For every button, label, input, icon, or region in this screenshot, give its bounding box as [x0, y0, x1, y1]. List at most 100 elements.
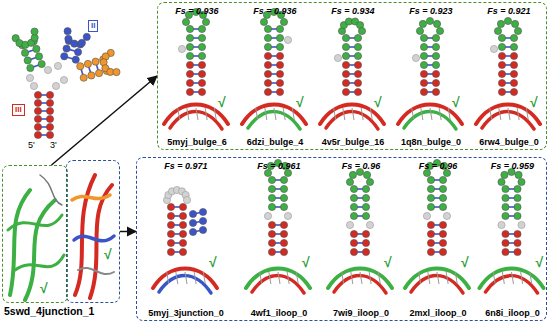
- helix-rung: [269, 272, 271, 284]
- ribbon: [15, 255, 64, 270]
- check-mark: √: [452, 94, 460, 110]
- helix-rung: [343, 108, 345, 120]
- nucleotide: [502, 194, 509, 201]
- nucleotide: [284, 36, 291, 43]
- helix-rung: [342, 272, 344, 284]
- nucleotide: [189, 210, 196, 217]
- nucleotide: [439, 248, 446, 255]
- nucleotide: [38, 60, 45, 67]
- nucleotide: [78, 39, 85, 46]
- nucleotide: [34, 131, 41, 138]
- nucleotide: [427, 248, 434, 255]
- nucleotide: [439, 239, 446, 246]
- nucleotide: [95, 70, 102, 77]
- nucleotide: [60, 76, 67, 83]
- structure-name: 2mxl_iloop_0: [399, 308, 477, 318]
- nucleotide: [276, 34, 283, 41]
- result-panel: Fs = 0.9344v5r_bulge_16: [314, 3, 392, 148]
- nucleotide: [167, 248, 174, 255]
- nucleotide: [186, 79, 193, 86]
- nucleotide: [27, 64, 34, 71]
- nucleotide: [439, 203, 446, 210]
- structure-name: 6n8i_iloop_0: [477, 308, 548, 318]
- nucleotide: [362, 203, 369, 210]
- check-mark: √: [384, 254, 392, 270]
- nucleotide: [186, 25, 193, 32]
- score-label: Fs = 0.961: [235, 161, 323, 171]
- nucleotide: [284, 212, 291, 219]
- nucleotide: [502, 230, 509, 237]
- helix-rung: [205, 108, 207, 120]
- nucleotide: [427, 194, 434, 201]
- nucleotide: [35, 53, 42, 60]
- nucleotide: [276, 25, 283, 32]
- nucleotide: [31, 28, 38, 35]
- nucleotide: [280, 239, 287, 246]
- nucleotide: [264, 88, 271, 95]
- check-mark: √: [296, 94, 304, 110]
- result-panel: Fs = 0.967wi9_iloop_0: [323, 158, 399, 319]
- helix-rung: [283, 108, 285, 120]
- nucleotide: [342, 34, 349, 41]
- nucleotide: [63, 45, 70, 52]
- nucleotide: [264, 70, 271, 77]
- helix-rung: [287, 272, 289, 284]
- nucleotide: [268, 239, 275, 246]
- helix-rung: [526, 108, 528, 120]
- nucleotide: [52, 82, 59, 89]
- helix-rung: [412, 108, 414, 120]
- score-label: Fs = 0.921: [470, 6, 548, 16]
- nucleotide: [366, 178, 373, 185]
- nucleotide: [54, 62, 61, 69]
- helix-rung: [421, 108, 423, 120]
- ribbon: [159, 276, 211, 293]
- nucleotide: [502, 185, 509, 192]
- ribbon: [8, 215, 62, 230]
- result-panel: Fs = 0.9231q8n_bulge_0: [392, 3, 470, 148]
- helix-rung: [361, 108, 363, 120]
- nucleotide: [189, 219, 196, 226]
- nucleotide: [30, 82, 37, 89]
- nucleotide: [501, 171, 508, 178]
- ribbon: [74, 236, 114, 241]
- check-mark: √: [461, 254, 469, 270]
- nucleotide: [432, 34, 439, 41]
- nucleotide: [420, 61, 427, 68]
- nucleotide: [439, 185, 446, 192]
- helix-rung: [378, 272, 380, 284]
- nucleotide: [182, 18, 189, 25]
- helix-rung: [360, 272, 362, 284]
- group-box: [66, 160, 120, 303]
- structure-name: 5swd_4junction_1: [4, 305, 94, 317]
- nucleotide: [498, 34, 505, 41]
- nucleotide: [518, 221, 525, 228]
- nucleotide: [363, 171, 370, 178]
- nucleotide: [420, 43, 427, 50]
- nucleotide: [46, 99, 53, 106]
- nucleotide: [436, 27, 443, 34]
- helix-rung: [196, 108, 198, 120]
- check-mark: √: [218, 94, 226, 110]
- nucleotide: [362, 212, 369, 219]
- nucleotide: [167, 212, 174, 219]
- strand-end: 5': [28, 140, 35, 150]
- helix-rung: [203, 272, 205, 284]
- structure-name: 5myj_bulge_6: [158, 137, 236, 147]
- nucleotide: [179, 203, 186, 210]
- nucleotide: [276, 79, 283, 86]
- structure-name: 4wf1_iloop_0: [235, 308, 323, 318]
- nucleotide: [510, 88, 517, 95]
- nucleotide: [498, 221, 505, 228]
- ribbon: [326, 112, 378, 129]
- nucleotide: [88, 72, 95, 79]
- score-label: Fs = 0.936: [236, 6, 314, 16]
- check-mark: √: [374, 94, 382, 110]
- helix-rung: [214, 108, 216, 120]
- nucleotide: [264, 34, 271, 41]
- helix-rung: [278, 272, 280, 284]
- helix-rung: [437, 272, 439, 284]
- nucleotide: [514, 185, 521, 192]
- structure-name: 5myj_3junction_0: [137, 308, 235, 318]
- nucleotide: [186, 61, 193, 68]
- nucleotide: [264, 61, 271, 68]
